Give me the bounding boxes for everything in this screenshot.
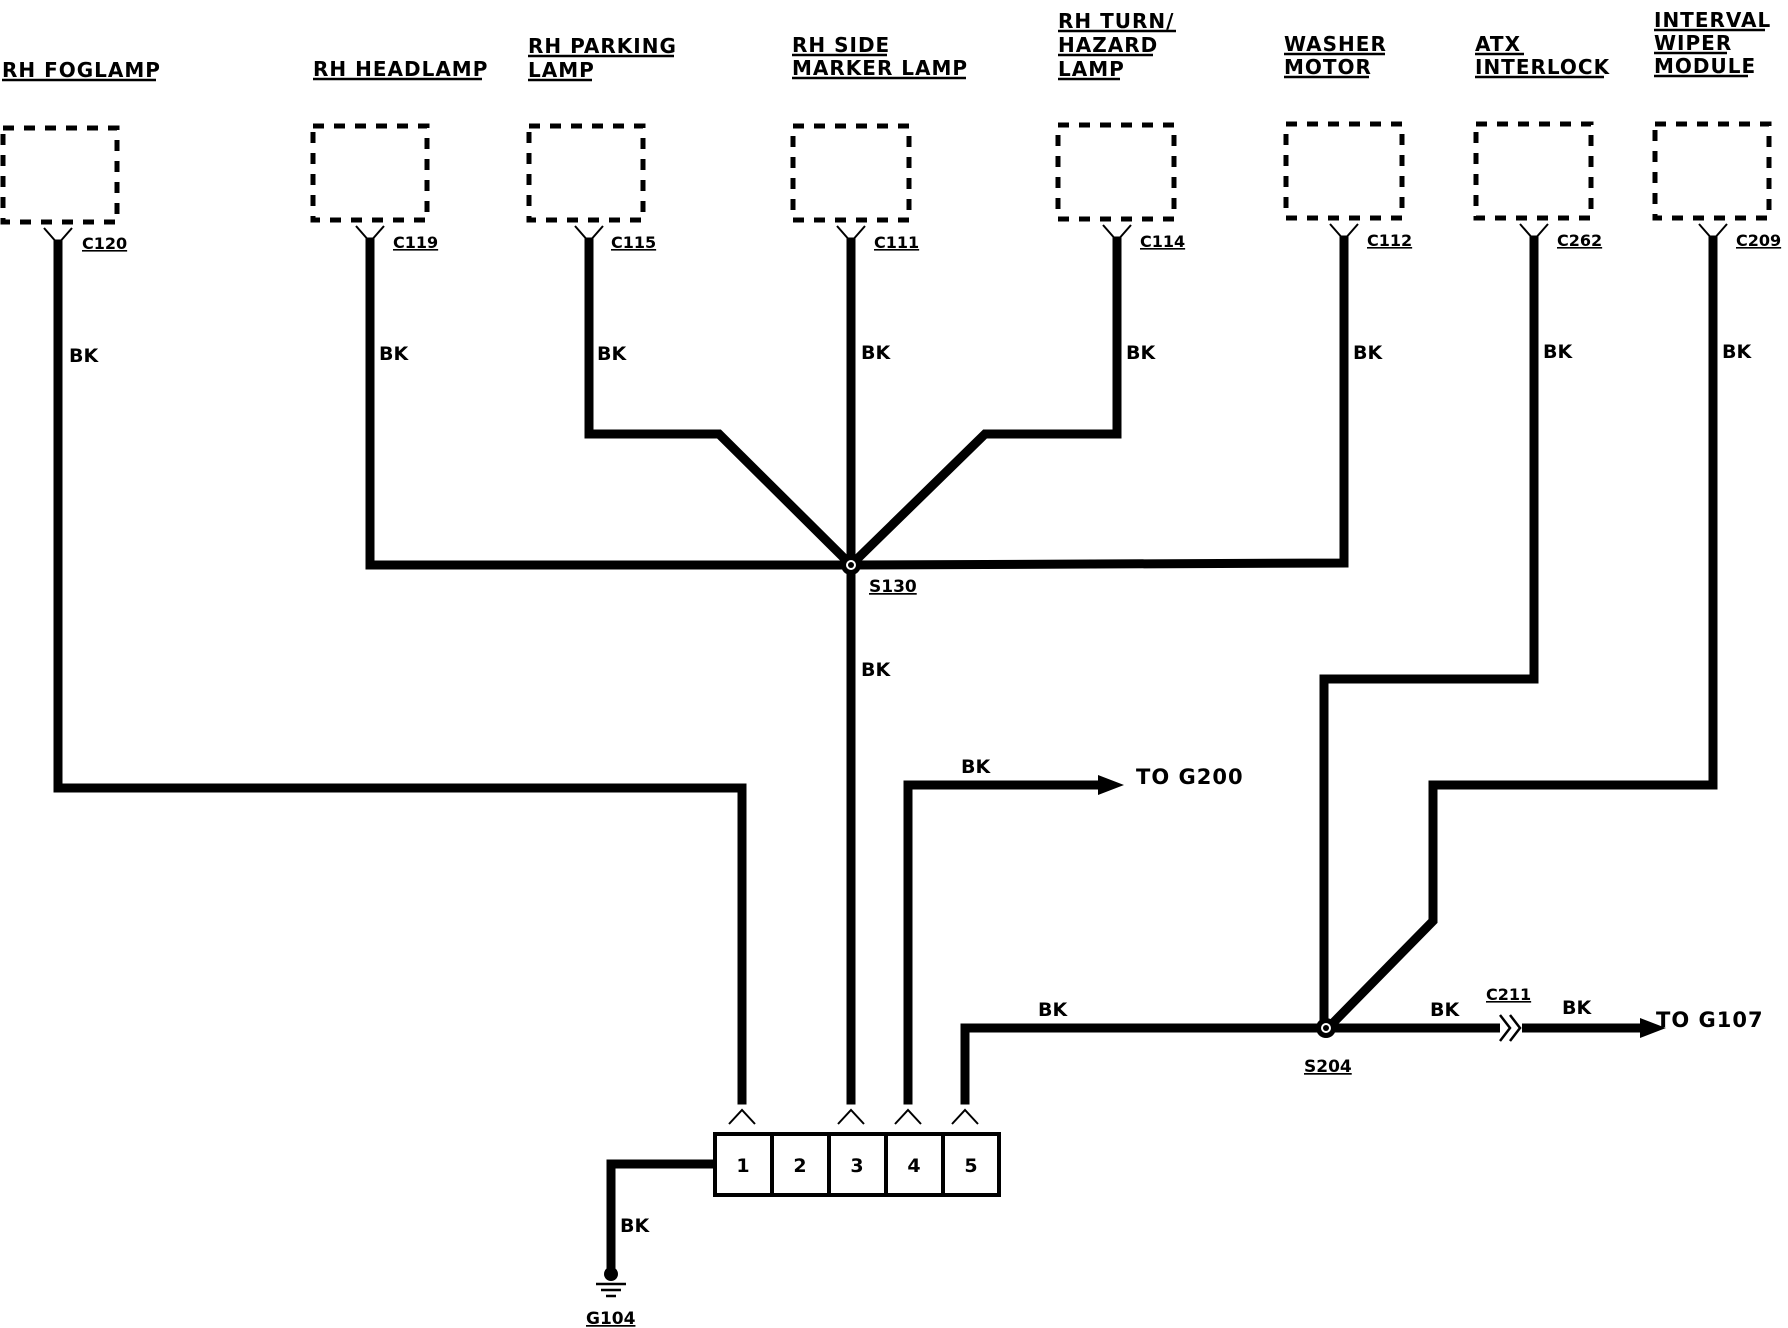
svg-text:C115: C115 [611,233,656,252]
svg-text:RH HEADLAMP: RH HEADLAMP [313,57,488,81]
wire-color-label: BK [961,756,991,778]
svg-text:C111: C111 [874,233,919,252]
wire-color-label: BK [1038,999,1068,1021]
component-label-rh-headlamp: RH HEADLAMP [313,57,488,81]
svg-text:C114: C114 [1140,232,1185,251]
wire-color-label: BK [1562,997,1592,1019]
svg-text:WIPER: WIPER [1654,31,1732,55]
svg-text:INTERLOCK: INTERLOCK [1475,55,1611,79]
svg-text:G104: G104 [586,1309,636,1328]
wire-color-label: BK [1722,341,1752,363]
splice-s204: S204 [1304,1018,1352,1077]
wire-color-label: BK [379,343,409,365]
wire-block-to-g104 [606,1159,720,1275]
component-label-interval-wiper-module: INTERVAL WIPER MODULE [1654,8,1771,78]
wire-turn-hazard-to-s130 [844,236,1122,572]
svg-text:MARKER LAMP: MARKER LAMP [792,56,968,80]
svg-text:S130: S130 [869,577,917,597]
component-label-washer-motor: WASHER MOTOR [1284,32,1387,79]
component-box-interval-wiper-module [1652,121,1772,221]
wire-color-label: BK [1353,342,1383,364]
svg-text:RH FOGLAMP: RH FOGLAMP [2,58,161,82]
svg-text:WASHER: WASHER [1284,32,1387,56]
wire-wiper-to-s204 [1323,235,1718,1033]
component-label-rh-parking-lamp: RH PARKING LAMP [528,34,677,82]
pin-entry-symbols [728,1108,979,1125]
component-label-rh-side-marker-lamp: RH SIDE MARKER LAMP [792,33,968,80]
destination-to-g200: TO G200 [1136,765,1244,789]
wire-foglamp-to-pin1 [53,239,747,1105]
ground-g104: G104 [586,1267,636,1328]
wire-color-label: BK [597,343,627,365]
connector-c211: C211 [1486,985,1531,1042]
svg-text:C211: C211 [1486,985,1531,1004]
svg-text:C209: C209 [1736,231,1781,250]
arrow-to-g200 [1098,775,1124,795]
component-box-rh-parking-lamp [526,123,646,223]
arrow-to-g107 [1640,1018,1666,1038]
destination-to-g107: TO G107 [1656,1008,1764,1032]
wire-color-label: BK [1126,342,1156,364]
terminal-pin-1: 1 [736,1155,749,1177]
component-label-rh-turn-hazard-lamp: RH TURN/ HAZARD LAMP [1058,9,1176,81]
component-box-rh-headlamp [310,123,430,223]
wire-color-label: BK [1543,341,1573,363]
wire-color-label: BK [620,1215,650,1237]
wire-color-label: BK [69,345,99,367]
component-box-rh-side-marker-lamp [790,123,912,223]
wire-headlamp-to-s130 [365,237,856,570]
wire-pin4-to-g200 [903,780,1103,1105]
component-box-atx-interlock [1473,121,1594,221]
svg-text:LAMP: LAMP [528,58,595,82]
svg-text:C262: C262 [1557,231,1602,250]
component-box-rh-turn-hazard-lamp [1055,122,1177,222]
svg-text:S204: S204 [1304,1057,1352,1077]
component-label-rh-foglamp: RH FOGLAMP [2,58,161,82]
terminal-pin-4: 4 [907,1155,920,1177]
svg-text:RH TURN/: RH TURN/ [1058,9,1174,33]
wire-parking-to-s130 [584,237,858,572]
svg-text:LAMP: LAMP [1058,57,1125,81]
svg-text:INTERVAL: INTERVAL [1654,8,1771,32]
svg-text:ATX: ATX [1475,32,1521,56]
wire-pin5-to-s204 [960,1023,1331,1105]
component-box-washer-motor [1283,121,1405,221]
svg-text:RH SIDE: RH SIDE [792,33,890,57]
svg-text:C120: C120 [82,234,127,253]
wire-washer-to-s130 [846,235,1349,570]
svg-text:MOTOR: MOTOR [1284,55,1372,79]
svg-text:C112: C112 [1367,231,1412,250]
component-box-rh-foglamp [0,125,120,225]
component-label-atx-interlock: ATX INTERLOCK [1475,32,1611,79]
svg-text:RH PARKING: RH PARKING [528,34,677,58]
ground-terminal-block: 1 2 3 4 5 [713,1132,1001,1197]
splice-s130: S130 [841,555,917,597]
terminal-pin-2: 2 [793,1155,806,1177]
svg-text:C119: C119 [393,233,438,252]
wire-atx-to-s204 [1319,235,1539,1033]
wire-color-label: BK [861,342,891,364]
terminal-pin-5: 5 [964,1155,977,1177]
svg-text:MODULE: MODULE [1654,54,1756,78]
wire-color-label: BK [861,659,891,681]
wire-color-label: BK [1430,999,1460,1021]
terminal-pin-3: 3 [850,1155,863,1177]
svg-text:HAZARD: HAZARD [1058,33,1158,57]
